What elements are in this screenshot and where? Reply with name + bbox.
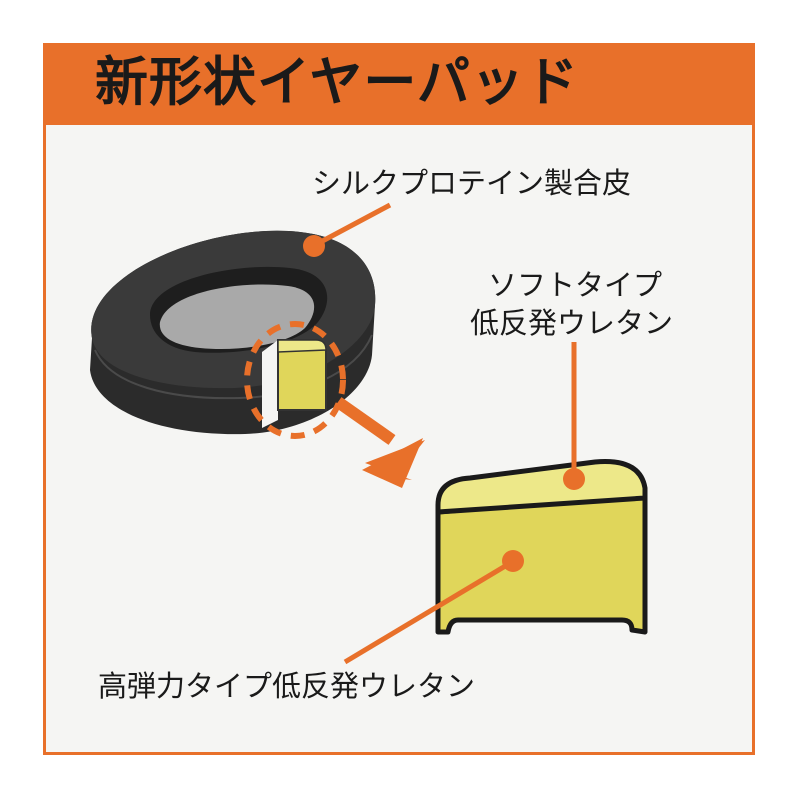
- ear-pad: [90, 230, 376, 435]
- label-soft-foam-material: 低反発ウレタン: [470, 306, 674, 340]
- label-soft-foam-type: ソフトタイプ: [488, 268, 663, 302]
- highlight-circle: [244, 321, 346, 439]
- leader-high: [343, 550, 524, 665]
- leader-silk: [303, 202, 392, 257]
- title-banner: [43, 43, 755, 125]
- leader-soft: [563, 342, 585, 490]
- foam-cross-section: [435, 459, 648, 635]
- zoom-arrow: [334, 397, 425, 488]
- label-silk-leather: シルクプロテイン製合皮: [312, 166, 632, 200]
- page-title: 新形状イヤーパッド: [95, 52, 579, 113]
- label-high-elastic-foam: 高弾力タイプ低反発ウレタン: [98, 669, 476, 703]
